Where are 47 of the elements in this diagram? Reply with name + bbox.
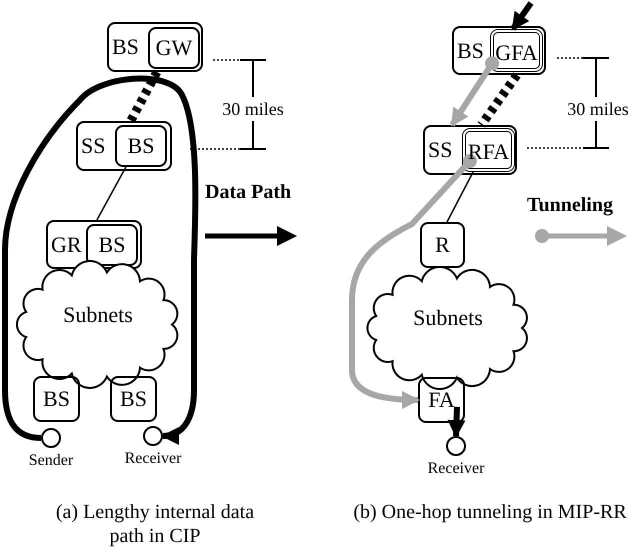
dimension-label: 30 miles — [220, 97, 286, 121]
node-label: GR — [51, 232, 82, 256]
agent-box — [490, 29, 543, 72]
node-label: BS — [112, 35, 139, 59]
arrow — [510, 1, 534, 31]
host-circle — [41, 428, 61, 448]
node-caption: Receiver — [124, 450, 182, 468]
legend-label: Tunneling — [527, 193, 613, 217]
node-label: R — [435, 233, 450, 257]
node-label: FA — [428, 388, 455, 412]
node-label: BS — [98, 233, 126, 257]
host-circle — [446, 436, 466, 456]
node-label: Subnets — [413, 306, 483, 330]
panel-caption: (b) One-hop tunneling in MIP-RR — [352, 500, 628, 524]
node-label: BS — [128, 134, 154, 158]
dimension-label: 30 miles — [565, 97, 631, 121]
node-label: SS — [428, 138, 452, 162]
node-label: BS — [120, 387, 147, 411]
node-label: Subnets — [63, 302, 133, 326]
node-label: BS — [43, 387, 70, 411]
arrow — [448, 406, 466, 438]
link-line — [96, 166, 127, 220]
agent-box — [462, 128, 515, 172]
station-box — [148, 27, 200, 69]
host-circle — [143, 426, 163, 446]
station-box — [423, 125, 517, 175]
node-caption: Sender — [28, 452, 74, 470]
station-box — [33, 376, 80, 422]
node-label: GFA — [495, 40, 538, 64]
node-label: BS — [457, 38, 484, 62]
arrow — [450, 56, 500, 127]
link-line — [446, 172, 474, 222]
station-box — [110, 376, 157, 422]
node-label: GW — [156, 36, 192, 60]
station-box — [115, 125, 167, 167]
node-label: SS — [81, 134, 106, 158]
station-box — [107, 22, 203, 72]
legend-label: Data Path — [205, 180, 292, 204]
arrow — [349, 154, 477, 409]
node-caption: Receiver — [428, 460, 484, 478]
station-box — [76, 121, 172, 171]
arrow — [2, 76, 198, 444]
node-label: RFA — [468, 140, 510, 164]
station-box — [418, 377, 465, 423]
station-box — [452, 26, 546, 75]
wireless-link — [126, 70, 161, 124]
panel-caption: (a) Lengthy internal data path in CIP — [54, 500, 256, 548]
